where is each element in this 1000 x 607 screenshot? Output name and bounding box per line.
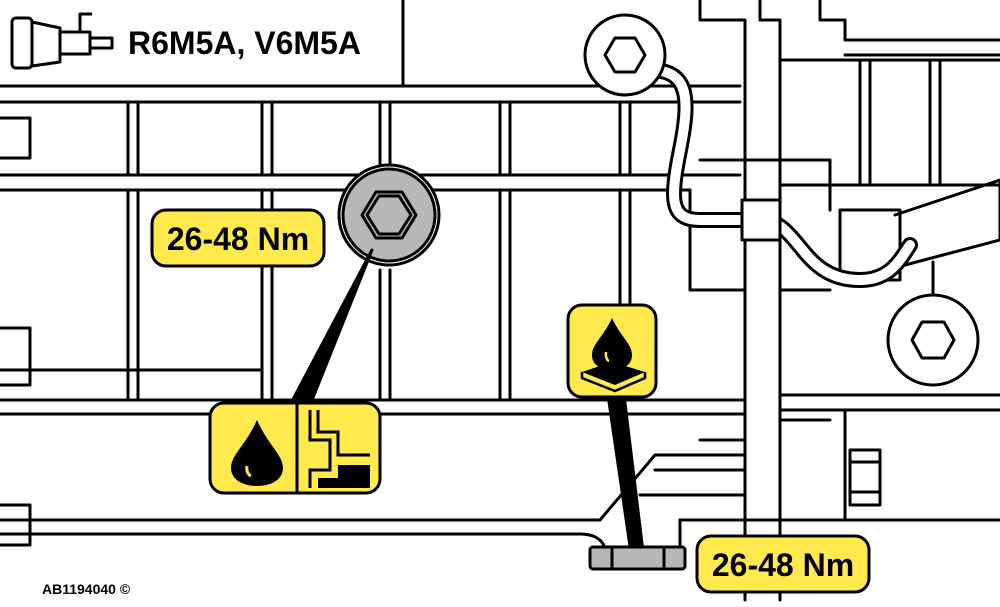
fill-plug (337, 163, 441, 267)
oil-fill-level-icon (208, 401, 382, 495)
drain-plug (588, 545, 687, 571)
figure-id: AB1194040 © (42, 581, 131, 597)
torque-label-drain-plug: 26-48 Nm (695, 534, 871, 594)
harness-bolt (583, 13, 667, 97)
oil-drain-icon (566, 303, 658, 399)
torque-label-fill-plug: 26-48 Nm (150, 208, 326, 268)
drain-plug-leader (606, 393, 646, 562)
housing-ribs (0, 100, 632, 402)
torque-value: 26-48 Nm (167, 221, 309, 257)
transmission-icon (10, 12, 114, 70)
torque-value: 26-48 Nm (712, 547, 854, 583)
bell-housing (678, 0, 1000, 602)
fill-plug-leader (288, 248, 374, 407)
header-box: R6M5A, V6M5A (0, 0, 405, 88)
wiring-harness (642, 62, 918, 288)
model-label: R6M5A, V6M5A (128, 25, 361, 61)
